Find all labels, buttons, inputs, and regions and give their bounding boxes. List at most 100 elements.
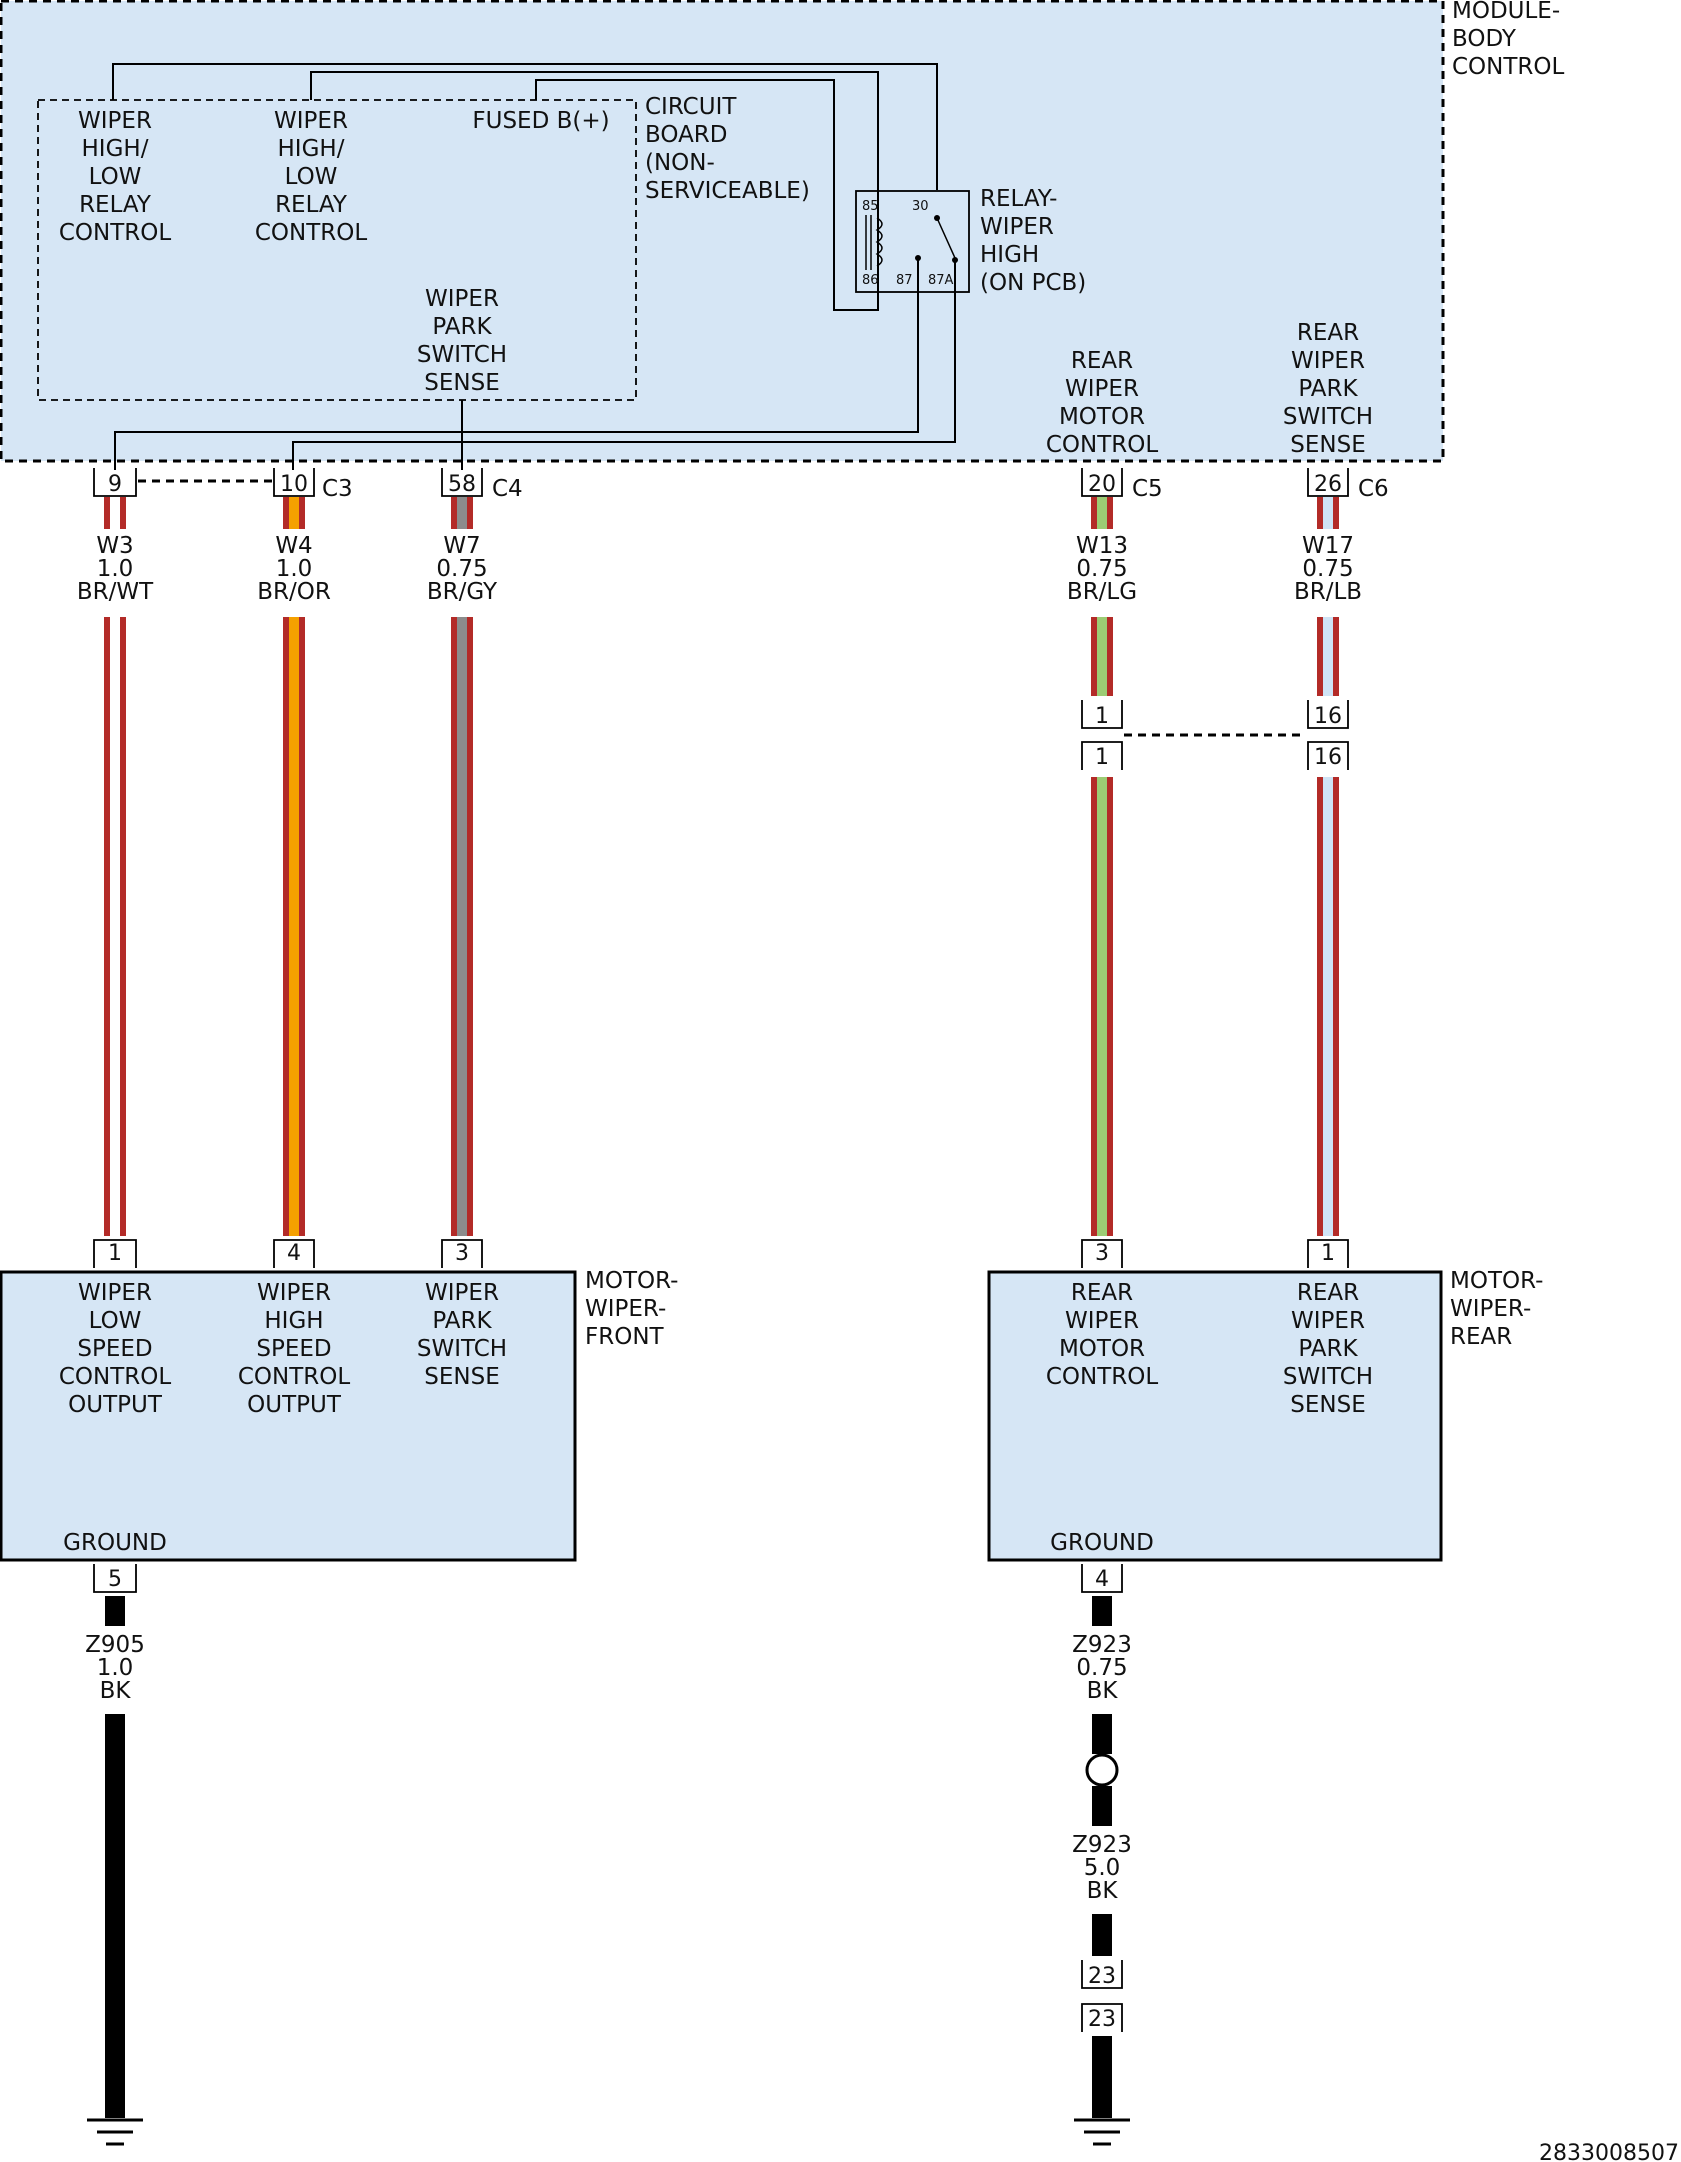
svg-text:26: 26 bbox=[1314, 472, 1342, 497]
wire-z905 bbox=[105, 1596, 125, 2118]
svg-text:9: 9 bbox=[108, 472, 122, 497]
relay-wiper-high: 85 86 30 87 87A bbox=[855, 190, 970, 293]
figure-id: 2833008507 bbox=[1539, 2141, 1679, 2162]
front-motor-pin-3: 3 bbox=[441, 1239, 483, 1268]
svg-text:1: 1 bbox=[108, 1241, 122, 1266]
fused-b-label: FUSED B(+) bbox=[472, 108, 609, 134]
relay-pin-85: 85 bbox=[862, 199, 879, 214]
front-park-sense-label: SENSE bbox=[424, 1364, 499, 1390]
front-high-speed-label: CONTROL bbox=[238, 1364, 351, 1390]
front-park-sense-label: SWITCH bbox=[417, 1336, 507, 1362]
svg-text:16: 16 bbox=[1314, 704, 1342, 729]
pin-9: 9 bbox=[93, 468, 137, 497]
svg-text:4: 4 bbox=[1095, 1567, 1109, 1592]
wire-w3 bbox=[104, 497, 126, 1236]
inline-connector-23-upper: 23 bbox=[1081, 1960, 1123, 1989]
rear-motor-control-label: MOTOR bbox=[1059, 1336, 1145, 1362]
front-low-speed-label: LOW bbox=[89, 1308, 142, 1334]
wiper-park-sense-label: SENSE bbox=[424, 370, 499, 396]
circuit-board-box bbox=[37, 99, 637, 401]
front-ground-label: GROUND bbox=[63, 1530, 167, 1556]
wire-w13-label: BR/LG bbox=[1067, 579, 1137, 605]
svg-text:20: 20 bbox=[1088, 472, 1116, 497]
wire-w3-label: 1.0 bbox=[97, 556, 134, 582]
front-high-speed-label: OUTPUT bbox=[247, 1392, 342, 1418]
inline-connector-16-lower: 16 bbox=[1307, 741, 1349, 770]
rear-motor-pin-4: 4 bbox=[1081, 1564, 1123, 1593]
relay-label: RELAY- bbox=[980, 186, 1057, 212]
wire-w4-label: W4 bbox=[275, 533, 312, 559]
circuit-board-label: CIRCUIT bbox=[645, 94, 737, 120]
rear-park-sense-label: WIPER bbox=[1291, 1308, 1365, 1334]
motor-front-title: WIPER- bbox=[585, 1296, 666, 1322]
rear-park-sense-label: SWITCH bbox=[1283, 1364, 1373, 1390]
front-motor-pin-1: 1 bbox=[93, 1239, 137, 1268]
wiper-relay-control-label: WIPER bbox=[78, 108, 152, 134]
motor-wiper-rear-box bbox=[987, 1270, 1443, 1562]
splice-circle bbox=[1085, 1753, 1119, 1787]
pin-58: 58 bbox=[441, 468, 483, 497]
wire-w7 bbox=[451, 497, 473, 1236]
relay-pin-30: 30 bbox=[912, 199, 929, 214]
motor-wiper-front-box bbox=[0, 1270, 577, 1562]
wiper-relay-control-label: RELAY bbox=[79, 192, 152, 218]
rear-park-sense-label: REAR bbox=[1297, 1280, 1359, 1306]
svg-text:16: 16 bbox=[1314, 745, 1342, 770]
relay-label: WIPER bbox=[980, 214, 1054, 240]
wire-w17 bbox=[1317, 497, 1339, 1236]
inline-connector-23-lower: 23 bbox=[1081, 2003, 1123, 2032]
wire-w7-label: 0.75 bbox=[436, 556, 487, 582]
wire-z923-label: Z923 bbox=[1072, 1632, 1132, 1658]
wire-z923-label: Z923 bbox=[1072, 1832, 1132, 1858]
inline-connector-1-upper: 1 bbox=[1081, 700, 1123, 729]
relay-pin-87: 87 bbox=[896, 273, 913, 288]
svg-text:1: 1 bbox=[1321, 1241, 1335, 1266]
wire-z923 bbox=[1092, 1596, 1112, 2118]
svg-text:4: 4 bbox=[287, 1241, 301, 1266]
connector-c4: C4 bbox=[492, 476, 523, 502]
wire-z905-label: Z905 bbox=[85, 1632, 145, 1658]
front-low-speed-label: SPEED bbox=[77, 1336, 152, 1362]
wiper-relay-control-label: LOW bbox=[89, 164, 142, 190]
wiper-relay-control-label: WIPER bbox=[274, 108, 348, 134]
wire-w13 bbox=[1091, 497, 1113, 1236]
ground-symbol bbox=[1074, 2118, 1130, 2146]
rear-wiper-park-sense-label: SENSE bbox=[1290, 432, 1365, 458]
front-motor-pin-5: 5 bbox=[93, 1564, 137, 1593]
svg-text:3: 3 bbox=[1095, 1241, 1109, 1266]
circuit-board-label: (NON- bbox=[645, 150, 715, 176]
rear-wiper-park-sense-label: WIPER bbox=[1291, 348, 1365, 374]
wiper-park-sense-label: SWITCH bbox=[417, 342, 507, 368]
front-high-speed-label: HIGH bbox=[264, 1308, 323, 1334]
motor-front-title: MOTOR- bbox=[585, 1268, 678, 1294]
wiper-relay-control-label: CONTROL bbox=[255, 220, 368, 246]
internal-wire bbox=[112, 63, 938, 190]
relay-pin-87a: 87A bbox=[928, 273, 954, 288]
inline-connector-16-upper: 16 bbox=[1307, 700, 1349, 729]
rear-wiper-motor-control-label: MOTOR bbox=[1059, 404, 1145, 430]
wire-w13-label: 0.75 bbox=[1076, 556, 1127, 582]
pin-26: 26 bbox=[1307, 468, 1349, 497]
inline-connector-1-lower: 1 bbox=[1081, 741, 1123, 770]
motor-front-title: FRONT bbox=[585, 1324, 665, 1350]
svg-text:1: 1 bbox=[1095, 704, 1109, 729]
front-low-speed-label: OUTPUT bbox=[68, 1392, 163, 1418]
svg-text:23: 23 bbox=[1088, 2007, 1116, 2032]
connector-c5: C5 bbox=[1132, 476, 1163, 502]
wire-w17-label: 0.75 bbox=[1302, 556, 1353, 582]
wire-z905-label: 1.0 bbox=[97, 1655, 134, 1681]
front-low-speed-label: CONTROL bbox=[59, 1364, 172, 1390]
wire-w17-label: BR/LB bbox=[1294, 579, 1362, 605]
wire-z923-label: BK bbox=[1087, 1678, 1119, 1704]
rear-park-sense-label: PARK bbox=[1298, 1336, 1358, 1362]
circuit-board-label: SERVICEABLE) bbox=[645, 178, 810, 204]
connector-c3: C3 bbox=[322, 476, 353, 502]
motor-rear-title: MOTOR- bbox=[1450, 1268, 1543, 1294]
wire-w4 bbox=[283, 497, 305, 1236]
connector-c6: C6 bbox=[1358, 476, 1389, 502]
svg-text:58: 58 bbox=[448, 472, 476, 497]
wiper-park-sense-label: WIPER bbox=[425, 286, 499, 312]
wire-z905-label: BK bbox=[100, 1678, 132, 1704]
rear-ground-label: GROUND bbox=[1050, 1530, 1154, 1556]
internal-wire bbox=[292, 260, 956, 470]
